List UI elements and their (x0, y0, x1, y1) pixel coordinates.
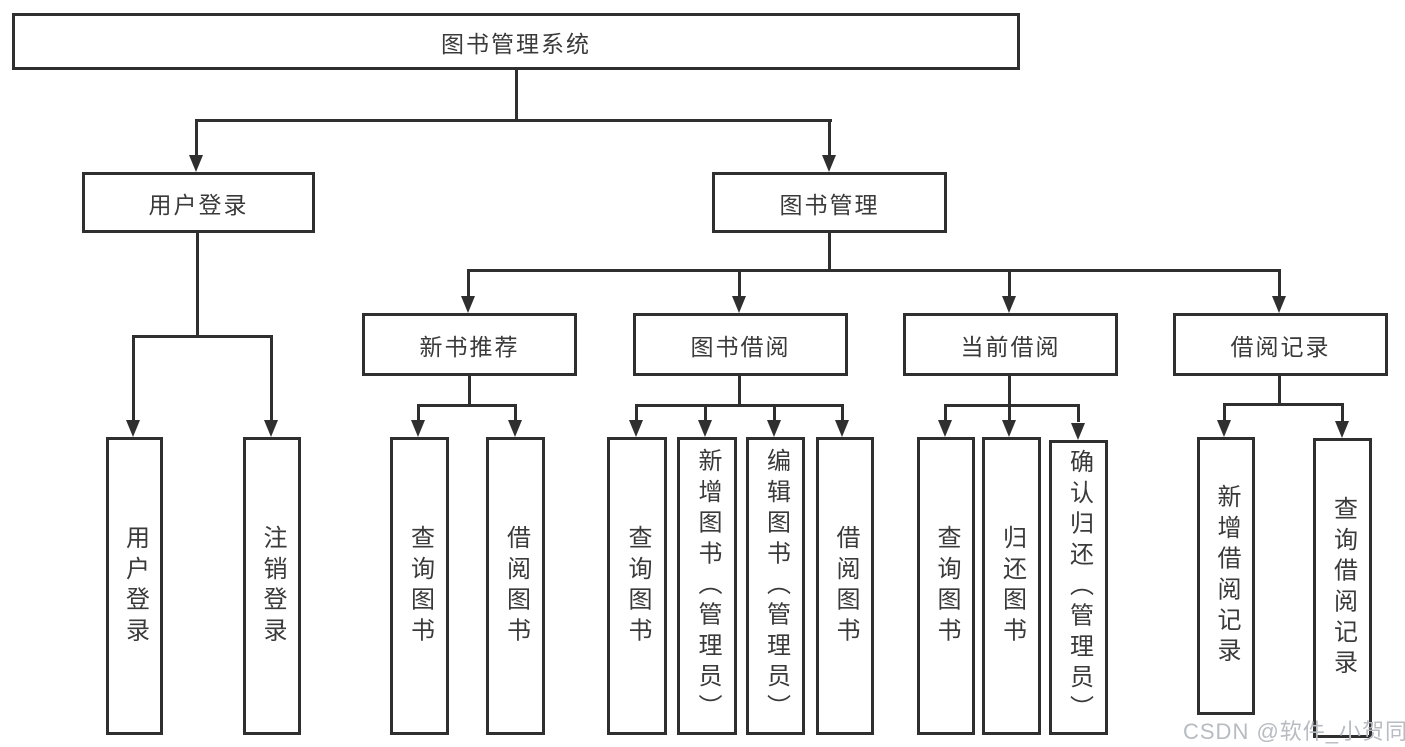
connector-line (704, 404, 707, 422)
node-book-management-branch: 图书管理 (712, 172, 947, 233)
connector-line (635, 404, 844, 407)
arrowhead-icon (1272, 296, 1286, 313)
leaf-query-borrow-record: 查询借阅记录 (1313, 438, 1372, 738)
arrowhead-icon (938, 420, 952, 437)
leaf-logout: 注销登录 (243, 437, 301, 735)
csdn-watermark: CSDN @软件_小贺同学 (1183, 719, 1405, 744)
leaf-query-books-borrowing: 查询图书 (607, 437, 667, 735)
connector-line (738, 269, 741, 298)
arrowhead-icon (698, 420, 712, 437)
arrowhead-icon (822, 155, 836, 172)
arrowhead-icon (264, 420, 278, 437)
connector-line (417, 404, 517, 407)
connector-line (132, 335, 135, 422)
connector-line (1341, 403, 1344, 422)
connector-line (944, 404, 947, 422)
connector-line (1278, 376, 1281, 406)
leaf-return-books: 归还图书 (982, 437, 1041, 735)
leaf-borrow-books-borrowing: 借阅图书 (816, 437, 874, 735)
node-library-management-system: 图书管理系统 (12, 13, 1020, 70)
arrowhead-icon (126, 420, 140, 437)
connector-line (1278, 269, 1281, 298)
connector-line (1077, 404, 1080, 422)
arrowhead-icon (767, 420, 781, 437)
leaf-user-login: 用户登录 (106, 437, 163, 735)
leaf-add-books-admin: 新增图书（管理员） (677, 437, 737, 735)
arrowhead-icon (1002, 296, 1016, 313)
connector-line (270, 335, 273, 422)
leaf-edit-books-admin: 编辑图书（管理员） (746, 437, 805, 735)
connector-line (841, 404, 844, 422)
arrowhead-icon (1217, 420, 1231, 437)
arrowhead-icon (461, 296, 475, 313)
leaf-query-books-recommend: 查询图书 (390, 437, 449, 735)
arrowhead-icon (508, 420, 522, 437)
node-user-login-branch: 用户登录 (82, 172, 315, 233)
connector-line (514, 404, 517, 422)
leaf-confirm-return-admin: 确认归还（管理员） (1049, 440, 1108, 735)
node-book-borrowing: 图书借阅 (633, 313, 848, 376)
connector-line (196, 233, 199, 337)
connector-line (195, 119, 198, 157)
leaf-add-borrow-record: 新增借阅记录 (1197, 437, 1255, 715)
connector-line (773, 404, 776, 422)
connector-line (1008, 376, 1011, 407)
node-current-borrowing: 当前借阅 (903, 313, 1118, 376)
arrowhead-icon (1335, 421, 1349, 438)
connector-line (635, 404, 638, 422)
connector-line (1008, 269, 1011, 298)
connector-line (195, 119, 832, 122)
connector-line (1223, 403, 1344, 406)
arrowhead-icon (411, 420, 425, 437)
connector-line (132, 335, 273, 338)
arrowhead-icon (189, 155, 203, 172)
leaf-borrow-books-recommend: 借阅图书 (486, 437, 545, 735)
connector-line (515, 70, 518, 121)
arrowhead-icon (1071, 423, 1085, 440)
connector-line (1223, 403, 1226, 422)
connector-line (944, 404, 1080, 407)
connector-line (828, 119, 831, 157)
connector-line (828, 233, 831, 272)
connector-line (1008, 404, 1011, 422)
arrowhead-icon (835, 420, 849, 437)
connector-line (417, 404, 420, 422)
arrowhead-icon (732, 296, 746, 313)
leaf-query-books-current: 查询图书 (917, 437, 975, 735)
connector-line (467, 269, 1281, 272)
arrowhead-icon (1002, 420, 1016, 437)
connector-line (468, 376, 471, 407)
node-new-book-recommendation: 新书推荐 (362, 313, 577, 376)
connector-line (738, 376, 741, 407)
arrowhead-icon (629, 420, 643, 437)
node-borrowing-records: 借阅记录 (1173, 313, 1388, 376)
connector-line (467, 269, 470, 298)
